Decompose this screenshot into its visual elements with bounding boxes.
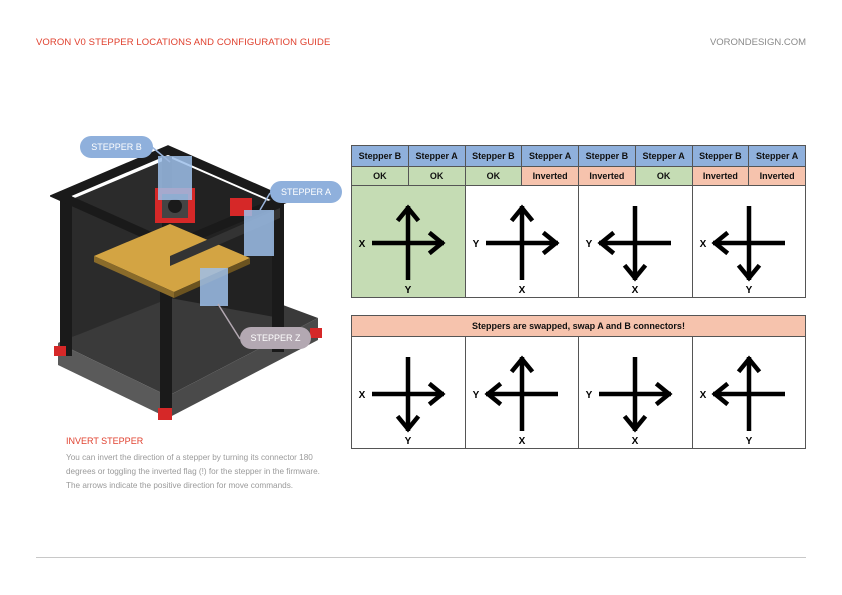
- header-cell: Stepper A: [521, 145, 579, 167]
- status-cell: OK: [634, 166, 693, 186]
- arrow-left-icon: [483, 381, 502, 407]
- status-cell: Inverted: [521, 166, 579, 186]
- axis-direction-diagram: XY: [699, 355, 785, 447]
- arrow-up-icon: [736, 355, 761, 374]
- status-cell: Inverted: [748, 166, 806, 186]
- axis-direction-diagram: YX: [586, 206, 671, 296]
- document-title: VORON V0 STEPPER LOCATIONS AND CONFIGURA…: [36, 37, 331, 48]
- status-cell: OK: [464, 166, 523, 186]
- site-url: VORONDESIGN.COM: [709, 37, 806, 48]
- axis-direction-diagram: XY: [359, 357, 446, 447]
- bottom-axis-label: X: [518, 436, 525, 447]
- left-axis-label: Y: [472, 390, 479, 401]
- arrow-down-icon: [395, 414, 421, 433]
- status-cell: Inverted: [578, 166, 636, 186]
- axis-direction-diagram: YX: [586, 357, 673, 447]
- stepper-b-callout: STEPPER B: [80, 136, 153, 158]
- arrow-right-icon: [427, 230, 446, 256]
- bottom-axis-label: Y: [405, 436, 412, 447]
- arrow-down-icon: [736, 263, 761, 282]
- axis-direction-diagram: XY: [699, 206, 785, 296]
- arrow-up-icon: [509, 204, 534, 223]
- left-axis-label: X: [359, 239, 366, 250]
- axis-direction-diagram: YX: [472, 355, 558, 447]
- status-cell: OK: [351, 166, 409, 186]
- stepper-config-table: Stepper B Stepper A Stepper B Stepper A …: [351, 145, 806, 298]
- bottom-axis-label: Y: [405, 285, 412, 296]
- header-cell: Stepper B: [464, 145, 523, 167]
- header-cell: Stepper A: [407, 145, 466, 167]
- invert-stepper-heading: INVERT STEPPER: [66, 436, 144, 446]
- left-axis-label: X: [699, 390, 706, 401]
- invert-stepper-text: You can invert the direction of a steppe…: [66, 453, 320, 490]
- bottom-axis-label: X: [518, 285, 525, 296]
- bottom-axis-label: X: [632, 436, 639, 447]
- bottom-axis-label: Y: [745, 436, 752, 447]
- swap-warning-banner: Steppers are swapped, swap A and B conne…: [351, 315, 806, 337]
- arrow-down-icon: [622, 263, 648, 282]
- arrow-right-icon: [541, 230, 560, 256]
- arrow-up-icon: [509, 355, 534, 374]
- left-axis-label: Y: [586, 390, 593, 401]
- printer-illustration: [50, 145, 322, 420]
- arrow-right-icon: [654, 381, 673, 407]
- status-cell: OK: [407, 166, 466, 186]
- arrow-left-icon: [597, 230, 616, 256]
- header-cell: Stepper A: [634, 145, 693, 167]
- bottom-axis-label: Y: [745, 285, 752, 296]
- footer-divider: [36, 557, 806, 558]
- axis-direction-diagram: YX: [472, 204, 560, 296]
- left-axis-label: Y: [472, 239, 479, 250]
- arrow-up-icon: [395, 204, 421, 223]
- arrow-left-icon: [710, 230, 729, 256]
- arrow-right-icon: [427, 381, 446, 407]
- stepper-a-callout: STEPPER A: [270, 181, 342, 203]
- bottom-axis-label: X: [632, 285, 639, 296]
- swapped-steppers-table: Steppers are swapped, swap A and B conne…: [351, 315, 806, 449]
- header-cell: Stepper B: [691, 145, 750, 167]
- header-cell: Stepper B: [578, 145, 636, 167]
- arrow-left-icon: [710, 381, 729, 407]
- left-axis-label: Y: [586, 239, 593, 250]
- stepper-z-callout: STEPPER Z: [240, 327, 311, 349]
- header-cell: Stepper B: [351, 145, 409, 167]
- axis-direction-diagram: XY: [359, 204, 446, 296]
- left-axis-label: X: [699, 239, 706, 250]
- status-cell: Inverted: [691, 166, 750, 186]
- arrow-down-icon: [622, 414, 648, 433]
- header-cell: Stepper A: [748, 145, 806, 167]
- left-axis-label: X: [359, 390, 366, 401]
